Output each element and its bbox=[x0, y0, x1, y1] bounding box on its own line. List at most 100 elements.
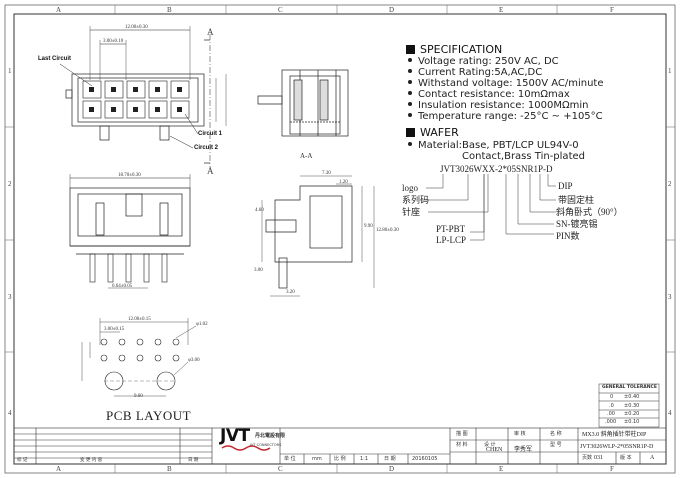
tb-scale: 1:1 bbox=[360, 456, 369, 462]
tolerance-key: .00 bbox=[607, 411, 615, 417]
tolerance-value: ±0.30 bbox=[624, 403, 640, 409]
zone-left-1: 1 bbox=[8, 67, 12, 75]
pcb-dim-pitch: 3.00±0.15 bbox=[104, 327, 125, 332]
bullet-icon bbox=[408, 91, 412, 95]
bullet-icon bbox=[408, 69, 412, 73]
zone-top-e: E bbox=[499, 6, 504, 14]
side-dim-4: 12.80±0.30 bbox=[376, 228, 399, 233]
side-dim-3: 9.90 bbox=[364, 224, 373, 229]
circuit-2-label: Circuit 2 bbox=[194, 145, 219, 151]
zone-right-1: 1 bbox=[668, 67, 672, 75]
side-view bbox=[261, 175, 375, 297]
square-bullet-icon bbox=[406, 45, 415, 54]
bullet-icon bbox=[408, 102, 412, 106]
tolerance-key: .000 bbox=[605, 419, 617, 425]
circuit-1-label: Circuit 1 bbox=[198, 131, 223, 137]
spec-item-text: Current Rating:5A,AC,DC bbox=[418, 67, 543, 78]
zone-bottom-e: E bbox=[499, 465, 504, 473]
last-circuit-label: Last Circuit bbox=[38, 56, 72, 62]
zone-top-a: A bbox=[56, 6, 62, 14]
wafer-heading-text: WAFER bbox=[420, 126, 459, 139]
specification-heading: SPECIFICATION bbox=[406, 44, 502, 55]
tb-label-designed: 设 计 bbox=[484, 442, 496, 448]
tb-label-date: 日 期 bbox=[384, 456, 396, 462]
bullet-icon bbox=[408, 142, 412, 146]
side-dim-5: 3.00 bbox=[254, 268, 263, 273]
side-dim-1: 1.20 bbox=[339, 180, 348, 185]
tolerance-table-lines bbox=[598, 383, 660, 428]
tolerance-value: ±0.20 bbox=[624, 411, 640, 417]
pcb-dim-bottom: 9.60 bbox=[134, 394, 143, 399]
tb-version: A bbox=[650, 455, 655, 461]
side-dim-top: 7.30 bbox=[322, 171, 331, 176]
part-number-code: JVT3026WXX-2*05SNR1P-D bbox=[440, 164, 553, 174]
zone-right-3: 3 bbox=[668, 293, 672, 301]
title-block-lines bbox=[13, 427, 667, 465]
tb-label-sheet: 页数 bbox=[582, 455, 593, 461]
pcb-dim-hole: φ1.02 bbox=[196, 322, 208, 327]
part-label-plating: SN-镀亮锡 bbox=[556, 219, 598, 229]
wafer-material-2: Contact,Brass Tin-plated bbox=[462, 151, 585, 162]
zone-top-d: D bbox=[389, 6, 395, 14]
company-name-cn: 丹北電設有限 bbox=[255, 433, 286, 439]
zone-left-2: 2 bbox=[8, 180, 12, 188]
spec-item-text: Temperature range: -25°C ~ +105°C bbox=[418, 111, 603, 122]
part-number-leaders bbox=[424, 174, 556, 241]
part-label-header: 针座 bbox=[402, 207, 421, 217]
front-view bbox=[69, 174, 191, 289]
tb-product-name: MX3.0 斜角插针带柱DIP bbox=[582, 432, 647, 438]
section-view bbox=[257, 69, 349, 137]
spec-item: Voltage rating: 250V AC, DC bbox=[408, 57, 559, 67]
section-marker-bottom: A bbox=[207, 166, 214, 176]
front-dim-pin: 0.64±0.05 bbox=[112, 284, 133, 289]
tb-label-model: 型 号 bbox=[550, 442, 562, 448]
tolerance-heading: GENERAL TOLERANCE bbox=[602, 385, 657, 390]
tb-sheet-no: 031 bbox=[594, 455, 603, 461]
company-name-en: JVT CONNECTORS bbox=[250, 443, 282, 447]
front-dim-width: 18.70±0.30 bbox=[118, 173, 141, 178]
tb-label-material: 材 料 bbox=[456, 442, 468, 448]
zone-bottom-b: B bbox=[167, 465, 172, 473]
part-label-angle: 斜角卧式（90°） bbox=[556, 207, 623, 217]
company-logo: JVT bbox=[220, 426, 250, 446]
part-label-material-pt: PT-PBT bbox=[436, 224, 466, 234]
pcb-layout bbox=[81, 318, 197, 397]
tb-checked-by: 李秀军 bbox=[514, 447, 533, 453]
logo-wave bbox=[221, 445, 271, 451]
tb-drawn-by: CHEN bbox=[486, 447, 503, 453]
zone-top-b: B bbox=[167, 6, 172, 14]
section-marker-top: A bbox=[207, 27, 214, 37]
zone-bottom-a: A bbox=[56, 465, 62, 473]
zone-top-f: F bbox=[610, 6, 614, 14]
wafer-heading: WAFER bbox=[406, 127, 459, 138]
tb-label-review: 审 核 bbox=[514, 431, 526, 437]
part-label-pins: PIN数 bbox=[556, 231, 580, 241]
spec-item: Contact resistance: 10mΩmax bbox=[408, 90, 570, 100]
zone-top-c: C bbox=[278, 6, 283, 14]
zone-right-2: 2 bbox=[668, 180, 672, 188]
tb-label-name: 名 称 bbox=[550, 431, 562, 437]
tolerance-key: .0 bbox=[609, 403, 614, 409]
tb-date: 20160105 bbox=[412, 456, 438, 462]
tb-rev-label: 变 更 内 容 bbox=[80, 458, 103, 463]
specification-heading-text: SPECIFICATION bbox=[420, 43, 503, 56]
wafer-material-text: Material:Base, PBT/LCP UL94V-0 bbox=[418, 140, 579, 151]
bullet-icon bbox=[408, 80, 412, 84]
tb-label-version: 版 本 bbox=[620, 455, 632, 461]
tb-rev-date: 日 期 bbox=[188, 458, 199, 463]
spec-item: Current Rating:5A,AC,DC bbox=[408, 68, 542, 78]
spec-item: Insulation resistance: 1000MΩmin bbox=[408, 101, 588, 111]
tb-label-trace: 描 图 bbox=[456, 431, 468, 437]
pcb-dim-overall: 12.00±0.15 bbox=[128, 317, 151, 322]
top-dim-pitch: 3.00±0.10 bbox=[103, 39, 124, 44]
section-view-label: A-A bbox=[300, 152, 313, 160]
bullet-icon bbox=[408, 113, 412, 117]
side-dim-6: 3.20 bbox=[286, 290, 295, 295]
tb-unit: mm bbox=[312, 456, 322, 462]
tb-label-scale: 比 例 bbox=[334, 456, 346, 462]
zone-left-3: 3 bbox=[8, 293, 12, 301]
spec-item-text: Contact resistance: 10mΩmax bbox=[418, 89, 570, 100]
zone-left-4: 4 bbox=[8, 409, 12, 417]
bullet-icon bbox=[408, 58, 412, 62]
